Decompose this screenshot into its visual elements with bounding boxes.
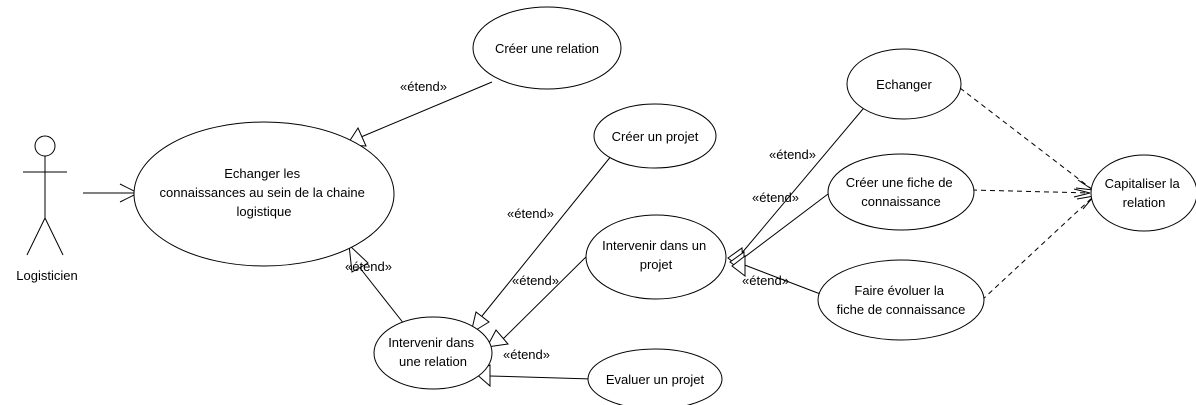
actor-logisticien[interactable]: Logisticien — [16, 135, 78, 283]
use-case-intervenir-relation[interactable]: Intervenir dans une relation — [373, 316, 493, 390]
use-case-evaluer-projet[interactable]: Evaluer un projet — [587, 348, 723, 405]
dependency-arrowhead — [1073, 188, 1091, 198]
use-case-creer-fiche[interactable]: Créer une fiche de connaissance — [827, 153, 975, 231]
extend-label: «étend» — [345, 259, 392, 274]
use-case-label: Evaluer un projet — [606, 372, 705, 387]
extend-label: «étend» — [507, 206, 554, 221]
use-case-echanger-connaissances[interactable]: Echanger les connaissances au sein de la… — [133, 121, 395, 267]
use-case-ellipse — [817, 259, 985, 341]
use-case-label: Créer une fiche de connaissance — [846, 175, 957, 209]
use-case-ellipse — [846, 48, 962, 120]
use-case-label: Echanger les connaissances au sein de la… — [160, 166, 369, 219]
use-case-capitaliser[interactable]: Capitaliser la relation — [1090, 154, 1196, 232]
use-case-label: Créer un projet — [612, 129, 699, 144]
use-case-ellipse — [587, 348, 723, 405]
extend-evaluer-projet — [489, 375, 593, 380]
extend-arrowhead — [731, 254, 746, 278]
extend-arrowhead — [486, 329, 509, 348]
use-case-label: Intervenir dans une relation — [388, 335, 478, 369]
extend-creer-fiche — [741, 190, 833, 260]
use-case-label: Echanger — [876, 77, 932, 92]
extend-intervenir-projet — [502, 249, 594, 340]
use-case-ellipse — [593, 103, 717, 169]
actor-right-leg — [44, 217, 64, 256]
use-case-creer-projet[interactable]: Créer un projet — [593, 103, 717, 169]
actor-label: Logisticien — [16, 268, 77, 283]
extend-label: «étend» — [742, 273, 789, 288]
extend-label: «étend» — [752, 190, 799, 205]
use-case-label: Intervenir dans un projet — [602, 238, 710, 272]
use-case-ellipse — [827, 153, 975, 231]
extend-echanger — [740, 102, 869, 255]
use-case-echanger[interactable]: Echanger — [846, 48, 962, 120]
use-case-label: Faire évoluer la fiche de connaissance — [837, 283, 966, 317]
use-case-faire-evoluer[interactable]: Faire évoluer la fiche de connaissance — [817, 259, 985, 341]
extend-creer-projet — [481, 149, 617, 317]
dependency-fiche-capitaliser — [971, 189, 1091, 194]
extend-creer-relation — [360, 81, 493, 138]
use-case-label: Capitaliser la relation — [1105, 176, 1184, 210]
dependency-arrowhead — [1075, 179, 1094, 191]
use-case-ellipse — [1090, 154, 1196, 232]
dependency-evoluer-capitaliser — [981, 195, 1095, 301]
use-case-ellipse — [585, 214, 727, 300]
use-case-ellipse — [472, 6, 622, 90]
extend-label: «étend» — [503, 347, 550, 362]
use-case-intervenir-projet[interactable]: Intervenir dans un projet — [585, 214, 727, 300]
use-case-creer-relation[interactable]: Créer une relation — [472, 6, 622, 90]
extend-label: «étend» — [400, 79, 447, 94]
actor-head — [34, 135, 56, 157]
extend-label: «étend» — [769, 147, 816, 162]
dependency-echanger-capitaliser — [959, 87, 1094, 191]
use-case-ellipse — [373, 316, 493, 390]
use-case-ellipse — [133, 121, 395, 267]
use-case-label: Créer une relation — [495, 41, 599, 56]
extend-label: «étend» — [512, 273, 559, 288]
extend-arrowhead — [348, 243, 369, 273]
actor-left-leg — [26, 217, 46, 256]
